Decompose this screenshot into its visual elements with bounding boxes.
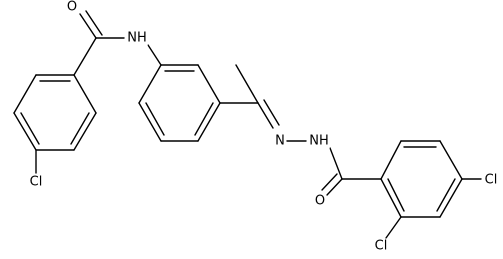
atom-nh-hydrazide: NH: [309, 134, 329, 149]
bond-nh-carbonyl: [329, 147, 343, 180]
label-background: [373, 238, 389, 254]
bond: [138, 102, 162, 142]
bond-double-inner: [194, 102, 214, 136]
label-background: [483, 172, 499, 188]
bond: [380, 140, 402, 180]
label-background: [274, 133, 286, 149]
label-background: [308, 133, 330, 149]
bond-double-inner: [387, 178, 405, 212]
bond: [13, 74, 37, 114]
bond: [439, 178, 463, 218]
bond-c-o-double: [326, 178, 343, 196]
bond: [197, 102, 221, 142]
bond-c-o-double: [79, 13, 97, 39]
bond: [197, 64, 221, 104]
bond-double-inner: [145, 102, 165, 136]
bond-c-o-double: [85, 10, 103, 36]
bond: [73, 74, 97, 114]
atom-cl-left: Cl: [30, 175, 43, 190]
bond-ring-carbonyl: [73, 37, 97, 76]
central-phenyl-ring: [138, 64, 221, 142]
atom-cl-para: Cl: [485, 173, 498, 188]
bond-c-o-double: [321, 173, 338, 191]
atom-n-imine: N: [275, 134, 285, 149]
atom-cl-ortho: Cl: [375, 239, 388, 254]
atom-o-hydrazide: O: [315, 194, 325, 209]
bond: [380, 178, 402, 218]
bond-c-n-double: [257, 102, 274, 129]
atom-o-amide: O: [67, 0, 77, 15]
bond-double-inner: [70, 112, 90, 145]
bond: [138, 64, 162, 104]
label-background: [65, 0, 79, 15]
bond-c-cl-ortho: [385, 216, 402, 239]
bond-n-ring: [147, 44, 162, 66]
bond-c-n-double: [263, 99, 280, 126]
label-background: [126, 30, 148, 46]
label-background: [313, 193, 327, 209]
chlorophenyl-ring-left: [13, 74, 97, 151]
bond: [13, 112, 37, 151]
bond-methyl: [235, 64, 259, 104]
label-background: [28, 174, 44, 190]
bond-double-inner: [436, 178, 456, 212]
atom-nh-amide: NH: [127, 31, 147, 46]
dichlorophenyl-ring-right: [380, 140, 463, 218]
bond: [73, 112, 97, 151]
bond: [439, 140, 463, 180]
bond-double-inner: [20, 112, 40, 145]
